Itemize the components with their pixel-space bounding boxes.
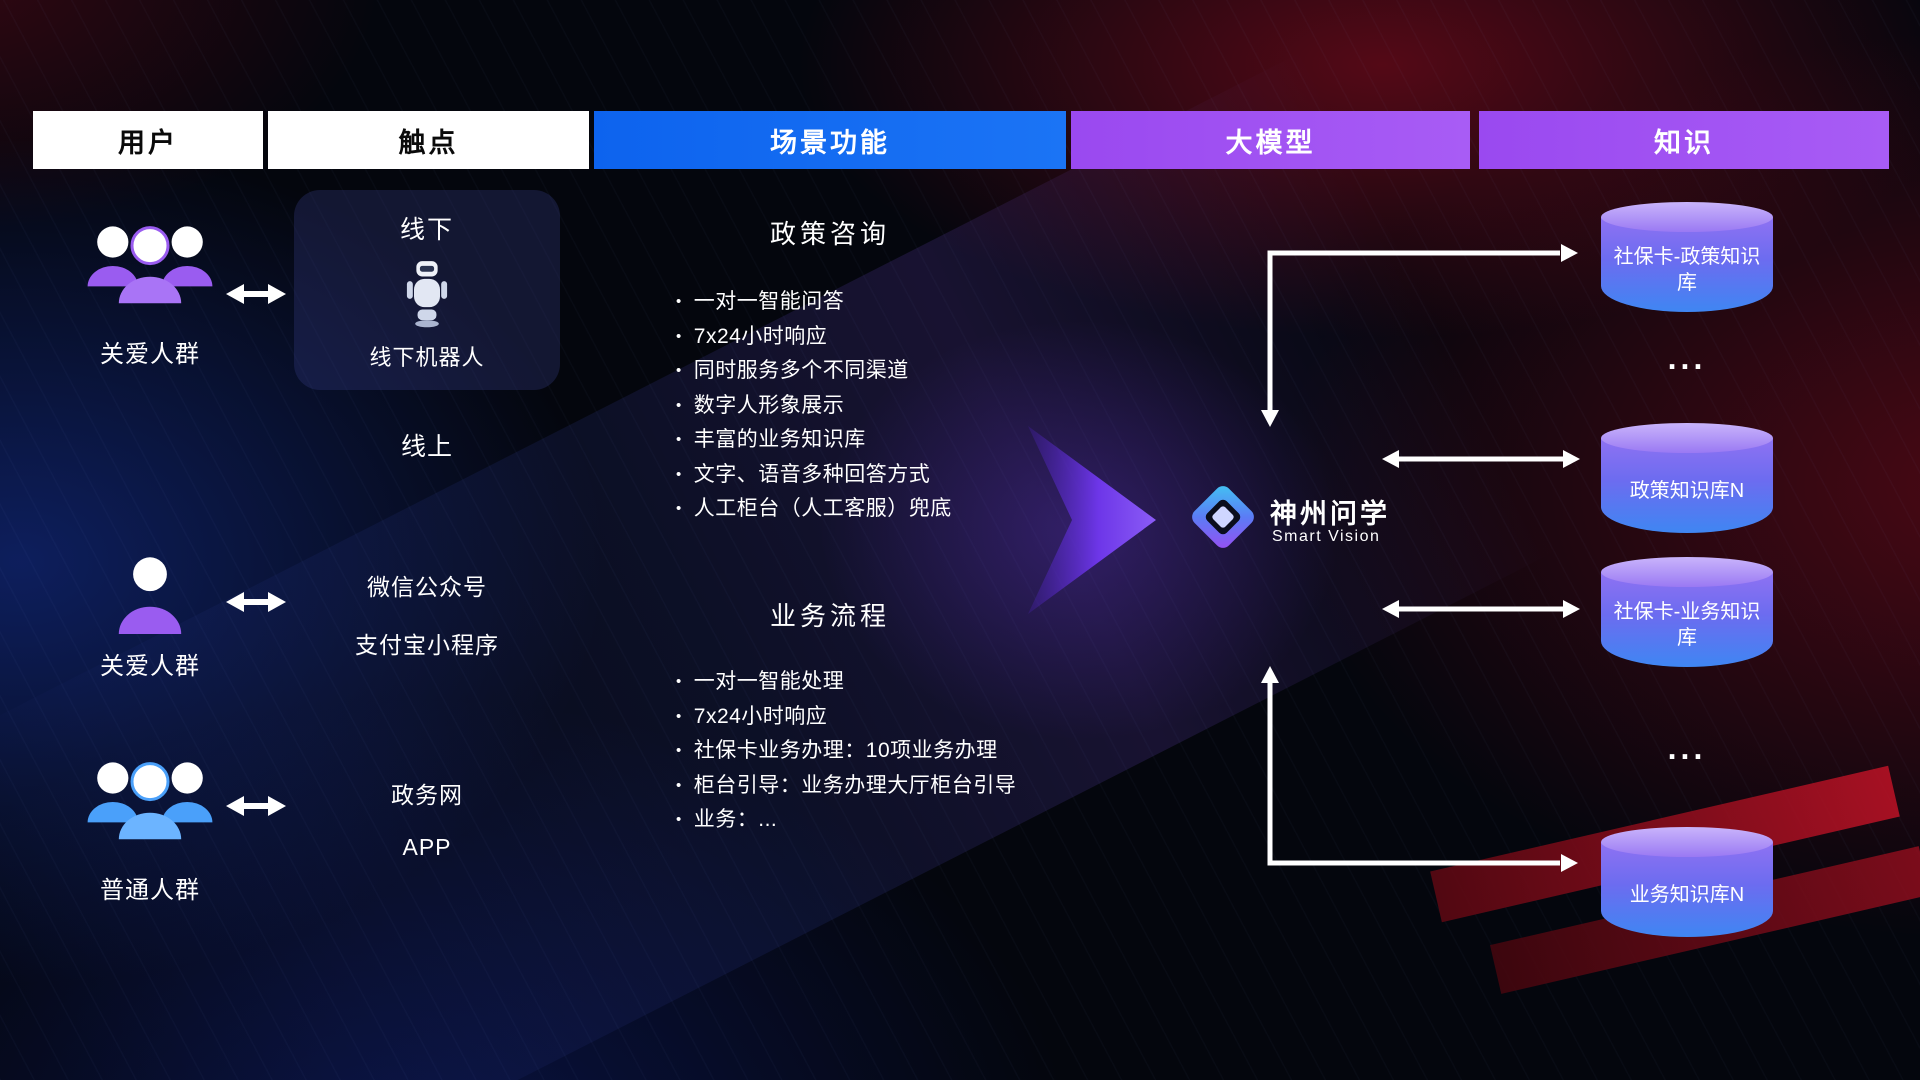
scenario-bullet: 文字、语音多种回答方式 <box>676 459 952 494</box>
scenario-bullet: 业务：... <box>676 804 1016 839</box>
person-icon <box>118 557 182 634</box>
column-header-scenario: 场景功能 <box>594 111 1066 169</box>
flow-arrow-icon <box>1028 426 1156 614</box>
cylinder-top <box>1601 202 1773 232</box>
cylinder-top <box>1601 423 1773 453</box>
channel-govweb: 政务网 <box>391 782 463 808</box>
user-label: 关爱人群 <box>100 653 200 680</box>
scenario-policy-list: 一对一智能问答 7x24小时响应 同时服务多个不同渠道 数字人形象展示 丰富的业… <box>676 286 952 528</box>
column-header-knowledge: 知识 <box>1479 111 1889 169</box>
ellipsis-dots: ... <box>1667 730 1707 766</box>
scenario-bullet: 社保卡业务办理：10项业务办理 <box>676 735 1016 770</box>
offline-robot-label: 线下机器人 <box>369 345 485 370</box>
scenario-bullet: 数字人形象展示 <box>676 390 952 425</box>
column-header-touchpoint: 触点 <box>268 111 589 169</box>
knowledge-db-cylinder-policy-n: 政策知识库N <box>1601 423 1773 533</box>
scenario-bullet: 同时服务多个不同渠道 <box>676 355 952 390</box>
channel-wechat: 微信公众号 <box>367 574 487 600</box>
scenario-bullet: 7x24小时响应 <box>676 701 1016 736</box>
scenario-business-list: 一对一智能处理 7x24小时响应 社保卡业务办理：10项业务办理 柜台引导：业务… <box>676 666 1016 839</box>
scenario-bullet: 一对一智能问答 <box>676 286 952 321</box>
scenario-bullet: 丰富的业务知识库 <box>676 424 952 459</box>
cylinder-top <box>1601 827 1773 857</box>
user-label: 关爱人群 <box>100 341 200 368</box>
scenario-title-business: 业务流程 <box>769 601 890 631</box>
scenario-bullet: 7x24小时响应 <box>676 321 952 356</box>
offline-touchpoint-panel: 线下 线下机器人 <box>294 190 560 390</box>
cylinder-label: 政策知识库N <box>1601 438 1773 533</box>
user-group-general: 普通人群 <box>70 748 230 905</box>
user-single-care: 关爱人群 <box>70 552 230 681</box>
scenario-bullet: 一对一智能处理 <box>676 666 1016 701</box>
user-group-care-1: 关爱人群 <box>70 212 230 369</box>
cylinder-label: 社保卡-业务知识库 <box>1601 572 1773 667</box>
cylinder-label: 社保卡-政策知识库 <box>1601 217 1773 312</box>
user-label: 普通人群 <box>100 877 200 904</box>
knowledge-db-cylinder-business-shebao: 社保卡-业务知识库 <box>1601 557 1773 667</box>
brand-logo-icon <box>1192 486 1254 548</box>
channel-alipay: 支付宝小程序 <box>355 632 499 658</box>
offline-title: 线下 <box>399 216 454 244</box>
column-header-user: 用户 <box>33 111 263 169</box>
scenario-bullet: 柜台引导：业务办理大厅柜台引导 <box>676 770 1016 805</box>
cylinder-top <box>1601 557 1773 587</box>
people-group-icon <box>87 762 213 840</box>
knowledge-db-cylinder-business-n: 业务知识库N <box>1601 827 1773 937</box>
online-label: 线上 <box>400 433 453 461</box>
people-group-icon <box>87 226 213 304</box>
ellipsis-dots: ... <box>1667 340 1707 376</box>
scenario-title-policy: 政策咨询 <box>769 219 890 249</box>
cylinder-label: 业务知识库N <box>1601 842 1773 937</box>
scenario-bullet: 人工柜台（人工客服）兜底 <box>676 493 952 528</box>
brand-name: 神州问学 <box>1270 499 1390 529</box>
brand-subtitle: Smart Vision <box>1272 528 1381 545</box>
knowledge-db-cylinder-policy-shebao: 社保卡-政策知识库 <box>1601 202 1773 312</box>
column-header-model: 大模型 <box>1071 111 1470 169</box>
channel-app: APP <box>402 834 452 860</box>
robot-icon <box>406 261 448 328</box>
